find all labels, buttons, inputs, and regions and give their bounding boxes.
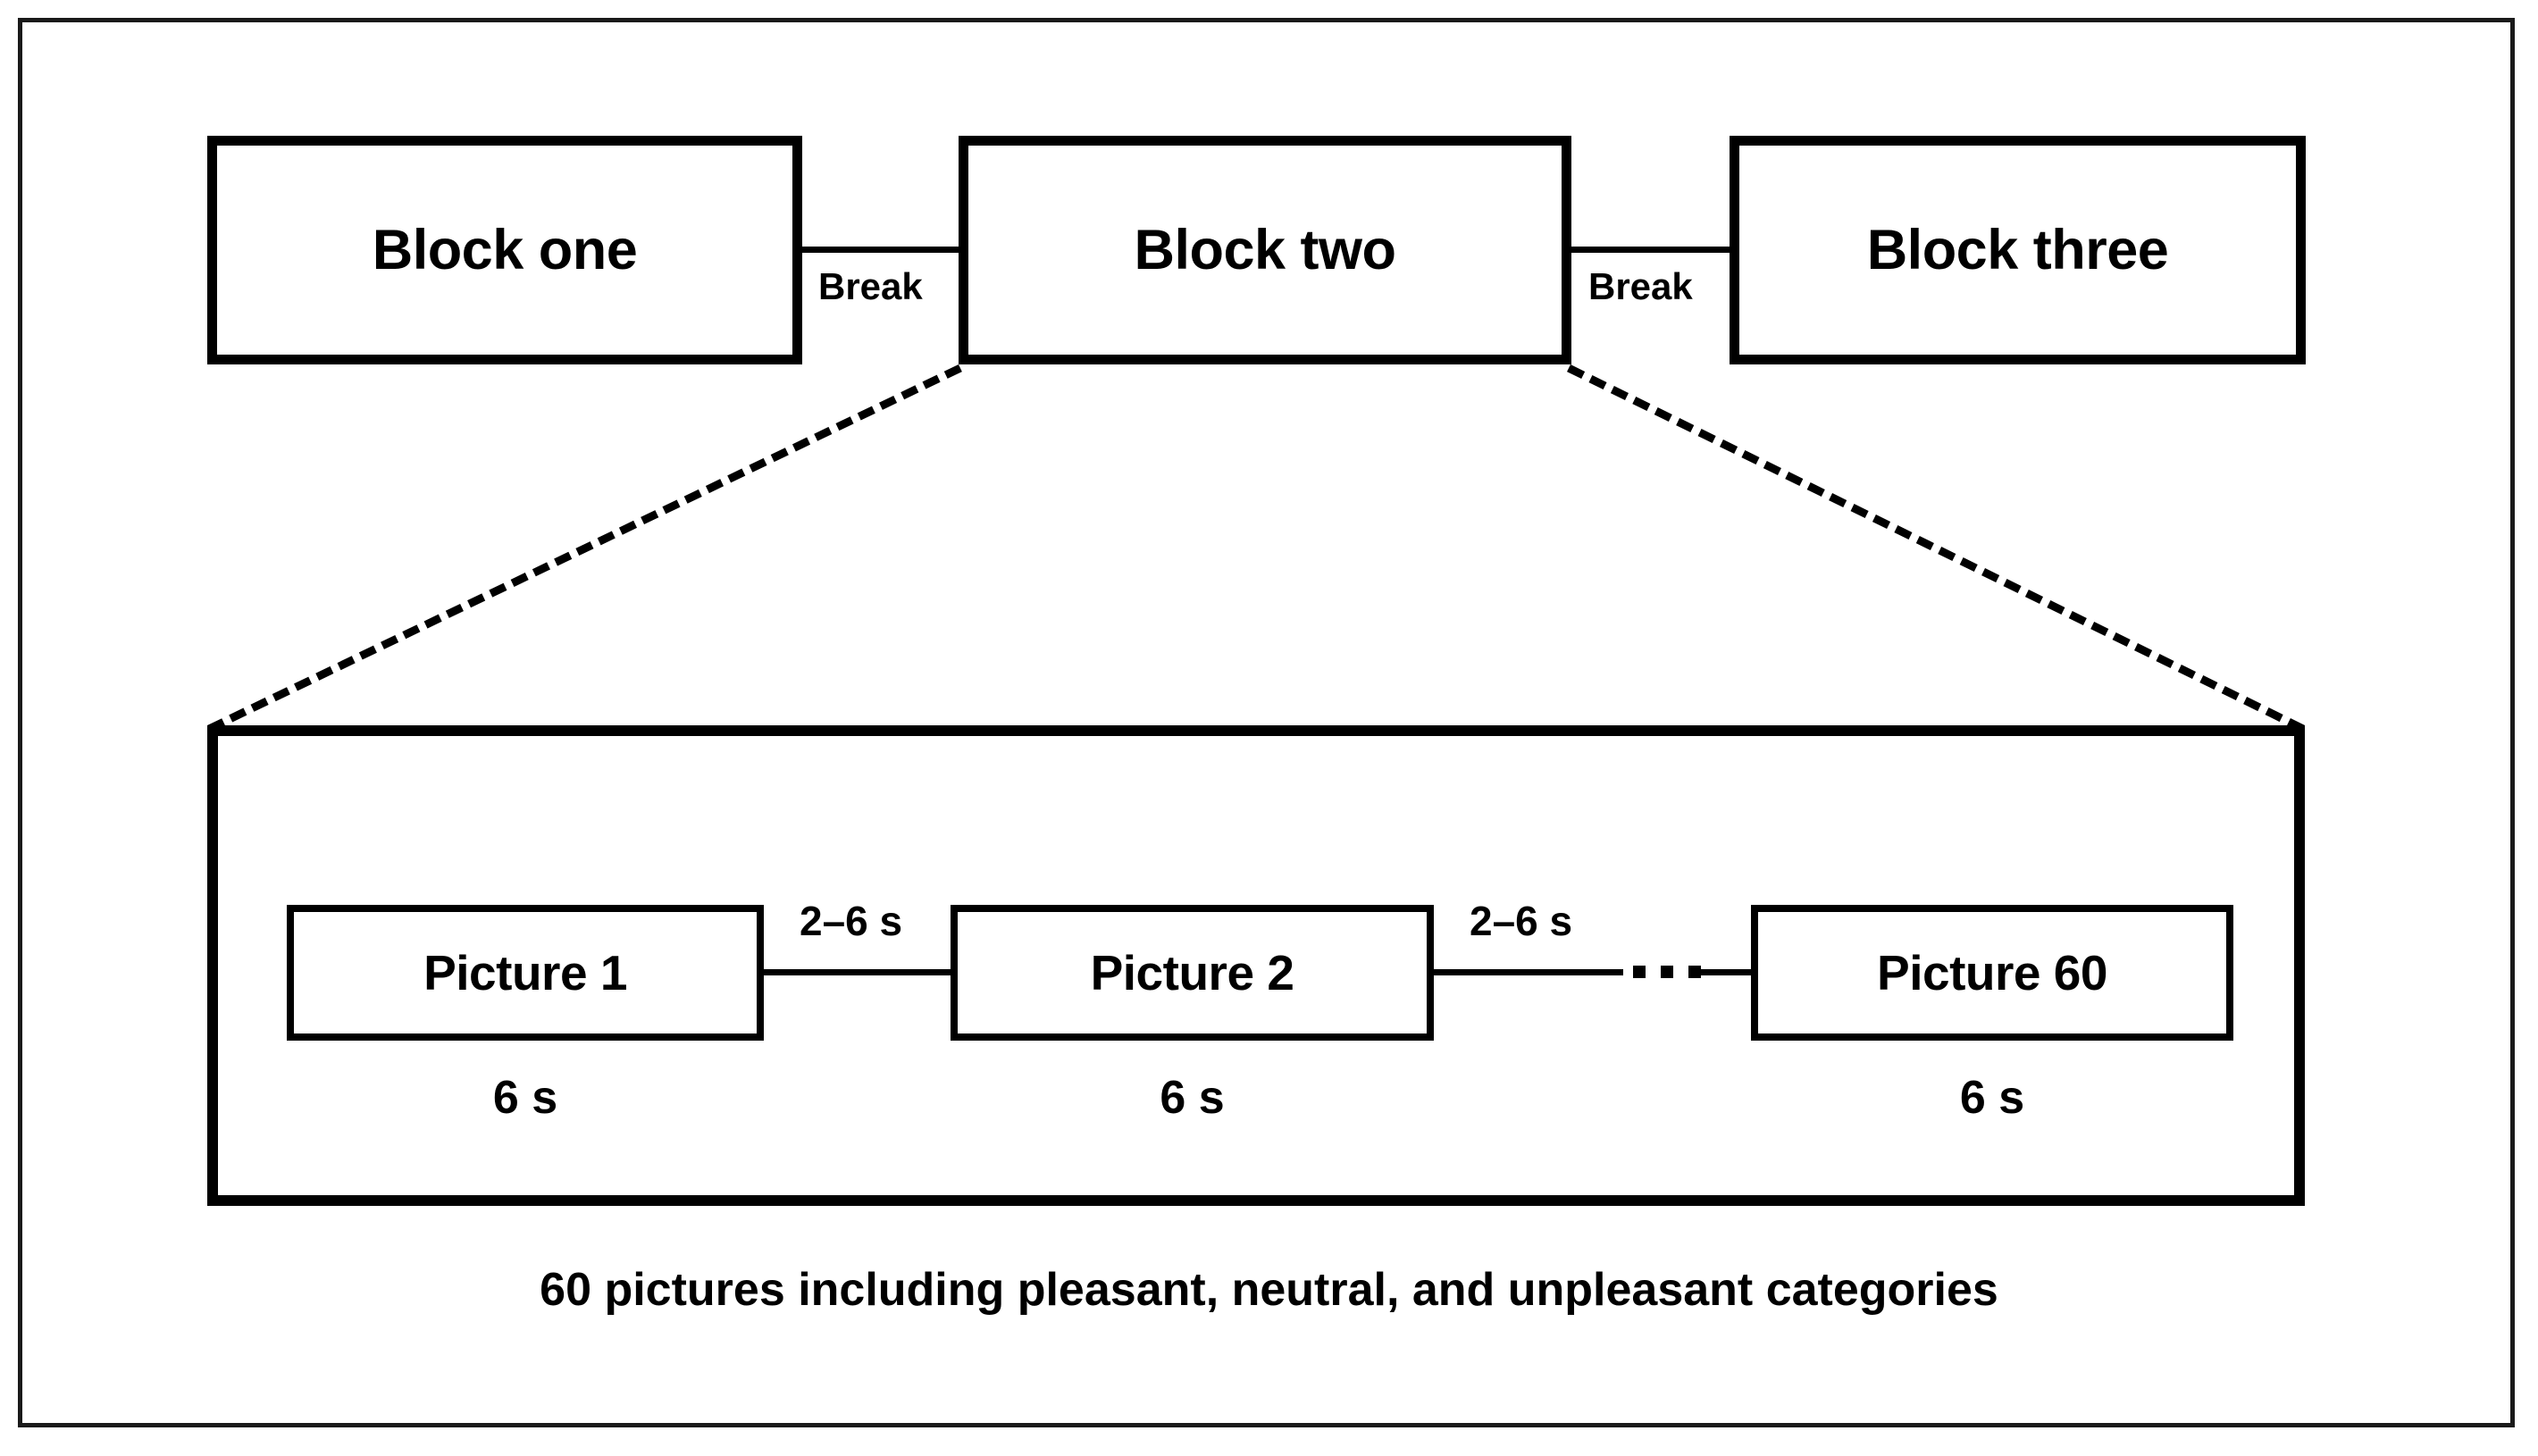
connector-ellipsis-to-picture-60 [1691, 969, 1751, 975]
picture-2-duration: 6 s [1160, 1072, 1225, 1124]
break-label-1: Break [818, 265, 923, 307]
break-label-2: Break [1588, 265, 1693, 307]
block-box-three[interactable]: Block three [1730, 136, 2306, 364]
picture-60-duration: 6 s [1959, 1072, 2025, 1124]
picture-1-label: Picture 1 [423, 944, 627, 1000]
figure-caption: 60 pictures including pleasant, neutral,… [540, 1264, 1998, 1316]
connector-block-two-to-three [1571, 247, 1730, 253]
picture-60-label: Picture 60 [1877, 944, 2107, 1000]
block-one-label: Block one [372, 218, 638, 281]
picture-1-duration: 6 s [492, 1072, 558, 1124]
picture-2-label: Picture 2 [1090, 944, 1294, 1000]
connector-picture-2-to-60 [1434, 969, 1623, 975]
connector-picture-1-to-2 [764, 969, 951, 975]
isi-label-1: 2–6 s [800, 898, 903, 944]
picture-box-60[interactable]: Picture 60 [1751, 905, 2233, 1041]
block-box-one[interactable]: Block one [207, 136, 802, 364]
block-box-two[interactable]: Block two [959, 136, 1571, 364]
block-three-label: Block three [1866, 218, 2169, 281]
block-two-label: Block two [1134, 218, 1396, 281]
connector-block-one-to-two [801, 247, 959, 253]
picture-box-2[interactable]: Picture 2 [951, 905, 1434, 1041]
picture-box-1[interactable]: Picture 1 [287, 905, 764, 1041]
isi-label-2: 2–6 s [1470, 898, 1573, 944]
